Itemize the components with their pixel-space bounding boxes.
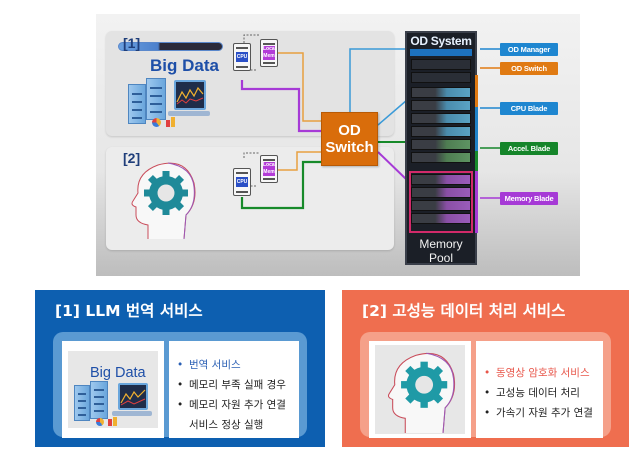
tag-cpu-blade: CPU Blade <box>500 102 558 115</box>
cpu-blade <box>411 126 471 137</box>
tag-od-manager: OD Manager <box>500 43 558 56</box>
tag-memory-blade: Memory Blade <box>500 192 558 205</box>
rack-side-memory-marker <box>475 171 478 233</box>
switch-unit <box>411 72 471 83</box>
service-card-llm: [1] LLM 번역 서비스 Big Data • 번역 서비스 <box>35 290 325 447</box>
accel-blade <box>411 152 471 163</box>
big-data-label: Big Data <box>90 365 146 381</box>
bullet-item: • 동영상 암호화 서비스 <box>484 363 603 383</box>
card-image: Big Data <box>62 341 164 438</box>
bullet-text: 메모리 부족 실패 경우 <box>189 379 286 391</box>
bullet-dot: • <box>484 387 491 399</box>
cpu-blade <box>411 100 471 111</box>
od-switch-box: OD Switch <box>321 112 378 166</box>
bullet-text: 가속기 자원 추가 연결 <box>496 407 593 419</box>
cpu-blade <box>411 87 471 98</box>
card-title: [1] LLM 번역 서비스 <box>55 302 203 320</box>
bullet-item: • 메모리 자원 추가 연결 <box>177 395 299 415</box>
card-bullets: • 동영상 암호화 서비스 • 고성능 데이터 처리 • 가속기 자원 추가 연결 <box>476 341 603 438</box>
switch-label-line2: Switch <box>325 139 374 156</box>
card-image <box>369 341 471 438</box>
bullet-dot: • <box>484 407 491 419</box>
local-mem-node-2: Local Mem <box>260 155 278 183</box>
gear-head-icon <box>387 352 456 433</box>
image-background <box>375 345 465 434</box>
panel-1-number: [1] <box>123 35 141 51</box>
accel-blade <box>411 139 471 150</box>
memory-blade <box>411 213 471 224</box>
bullet-item: • 번역 서비스 <box>177 355 299 375</box>
memory-pool-label: Memory Pool <box>419 237 463 265</box>
big-data-title: Big Data <box>150 56 219 75</box>
switch-label-line1: OD <box>338 122 361 139</box>
rack-side-cpu-marker <box>475 107 478 151</box>
od-system-rack: OD System Memory Pool <box>405 31 478 265</box>
rack-title: OD System <box>410 34 472 48</box>
bullet-text: 번역 서비스 <box>189 359 241 371</box>
bullet-item: • 가속기 자원 추가 연결 <box>484 403 603 423</box>
rack-side-accel-marker <box>475 151 478 171</box>
bullet-dot: • <box>177 399 184 411</box>
card-bullets: • 번역 서비스 • 메모리 부족 실패 경우 • 메모리 자원 추가 연결 서비스 … <box>169 341 299 438</box>
bullet-item: • 고성능 데이터 처리 <box>484 383 603 403</box>
card-content: Big Data • 번역 서비스 • 메모리 부족 실패 경우 • 메모리 자원 추… <box>53 332 307 438</box>
memory-blade <box>411 187 471 198</box>
bullet-continuation: 서비스 정상 실행 <box>189 419 264 431</box>
tag-accel-blade: Accel. Blade <box>500 142 558 155</box>
progress-bar-decoration <box>118 42 223 51</box>
bullet-dot: • <box>177 379 184 391</box>
local-mem-node-1: Local Mem <box>260 39 278 67</box>
bullet-text: 고성능 데이터 처리 <box>496 387 580 399</box>
gear-head-icon <box>131 162 196 239</box>
panel-2-number: [2] <box>123 150 141 166</box>
memory-blade <box>411 200 471 211</box>
image-background: Big Data <box>68 351 158 428</box>
bullet-dot: • <box>484 367 491 379</box>
service-card-high-performance: [2] 고성능 데이터 처리 서비스 <box>342 290 629 447</box>
cpu-node-2: CPU <box>233 168 251 196</box>
card-content: • 동영상 암호화 서비스 • 고성능 데이터 처리 • 가속기 자원 추가 연결 <box>360 332 611 438</box>
memory-blade <box>411 174 471 185</box>
card-title: [2] 고성능 데이터 처리 서비스 <box>362 302 566 320</box>
tag-od-switch: OD Switch <box>500 62 558 75</box>
bullet-text: 메모리 자원 추가 연결 <box>189 399 286 411</box>
bullet-item: • 메모리 부족 실패 경우 <box>177 375 299 395</box>
cpu-blade <box>411 113 471 124</box>
server-illustration-icon <box>128 78 210 128</box>
server-illustration-icon <box>74 381 156 427</box>
rack-side-switch-marker <box>475 75 478 107</box>
memory-pool-frame <box>409 171 473 233</box>
cpu-node-1: CPU <box>233 43 251 71</box>
bullet-text: 동영상 암호화 서비스 <box>496 367 590 379</box>
switch-unit <box>411 59 471 70</box>
od-manager-unit <box>410 49 472 56</box>
bullet-dot: • <box>177 359 184 371</box>
